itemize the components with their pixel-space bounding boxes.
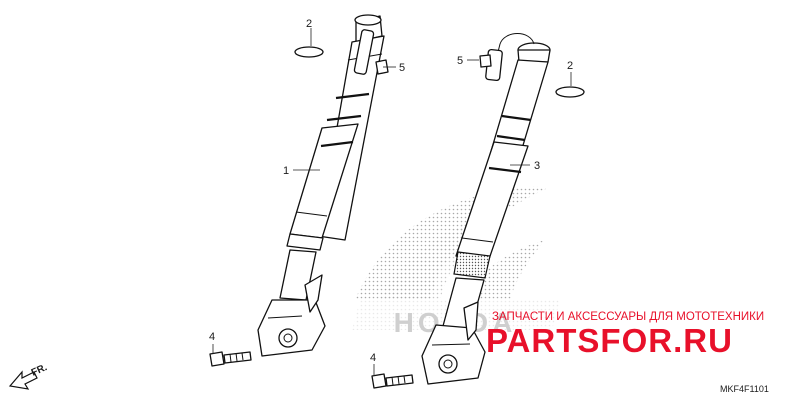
callout-4-left: 4 xyxy=(370,352,376,364)
left-fork-dust-seal xyxy=(453,251,491,279)
front-arrow-icon xyxy=(8,370,38,390)
front-direction-label: FR. xyxy=(30,362,49,379)
callout-1: 1 xyxy=(283,165,289,177)
left-fork-assembly xyxy=(421,33,551,385)
right-fork-band-upper xyxy=(335,92,370,100)
callout-3: 3 xyxy=(534,160,540,172)
left-fork-band-upper xyxy=(501,114,532,122)
front-direction-indicator: FR. xyxy=(8,362,49,390)
right-fork-cap-top xyxy=(354,14,382,26)
right-fork-connector xyxy=(353,29,375,75)
watermark-title: ЗАПЧАСТИ И АКСЕССУАРЫ ДЛЯ МОТОТЕХНИКИ xyxy=(492,311,764,323)
bolt-right xyxy=(209,351,252,367)
left-fork-bracket xyxy=(421,324,486,385)
right-fork-assembly xyxy=(257,14,385,357)
callout-4-right: 4 xyxy=(209,331,215,343)
watermark-logo-right: FOR.RU xyxy=(600,322,733,359)
clip-right xyxy=(375,59,389,75)
right-fork-lower-ring xyxy=(286,233,324,251)
watermark-logo-left: PARTS xyxy=(486,322,600,359)
clip-left xyxy=(479,54,492,68)
drawing-code: MKF4F1101 xyxy=(720,384,769,394)
callout-5-right: 5 xyxy=(399,62,405,74)
left-fork-band-mid xyxy=(496,134,526,142)
leader-lines xyxy=(212,28,572,376)
right-fork-bracket xyxy=(257,299,326,357)
right-fork-band-mid xyxy=(326,114,362,122)
callout-2-left: 2 xyxy=(567,60,573,72)
callout-5-left: 5 xyxy=(457,55,463,67)
bolt-left xyxy=(371,373,414,389)
o-ring-right xyxy=(294,46,324,58)
callout-2-right: 2 xyxy=(306,18,312,30)
watermark-logo: PARTSFOR.RU xyxy=(486,322,733,359)
o-ring-left xyxy=(555,86,585,98)
